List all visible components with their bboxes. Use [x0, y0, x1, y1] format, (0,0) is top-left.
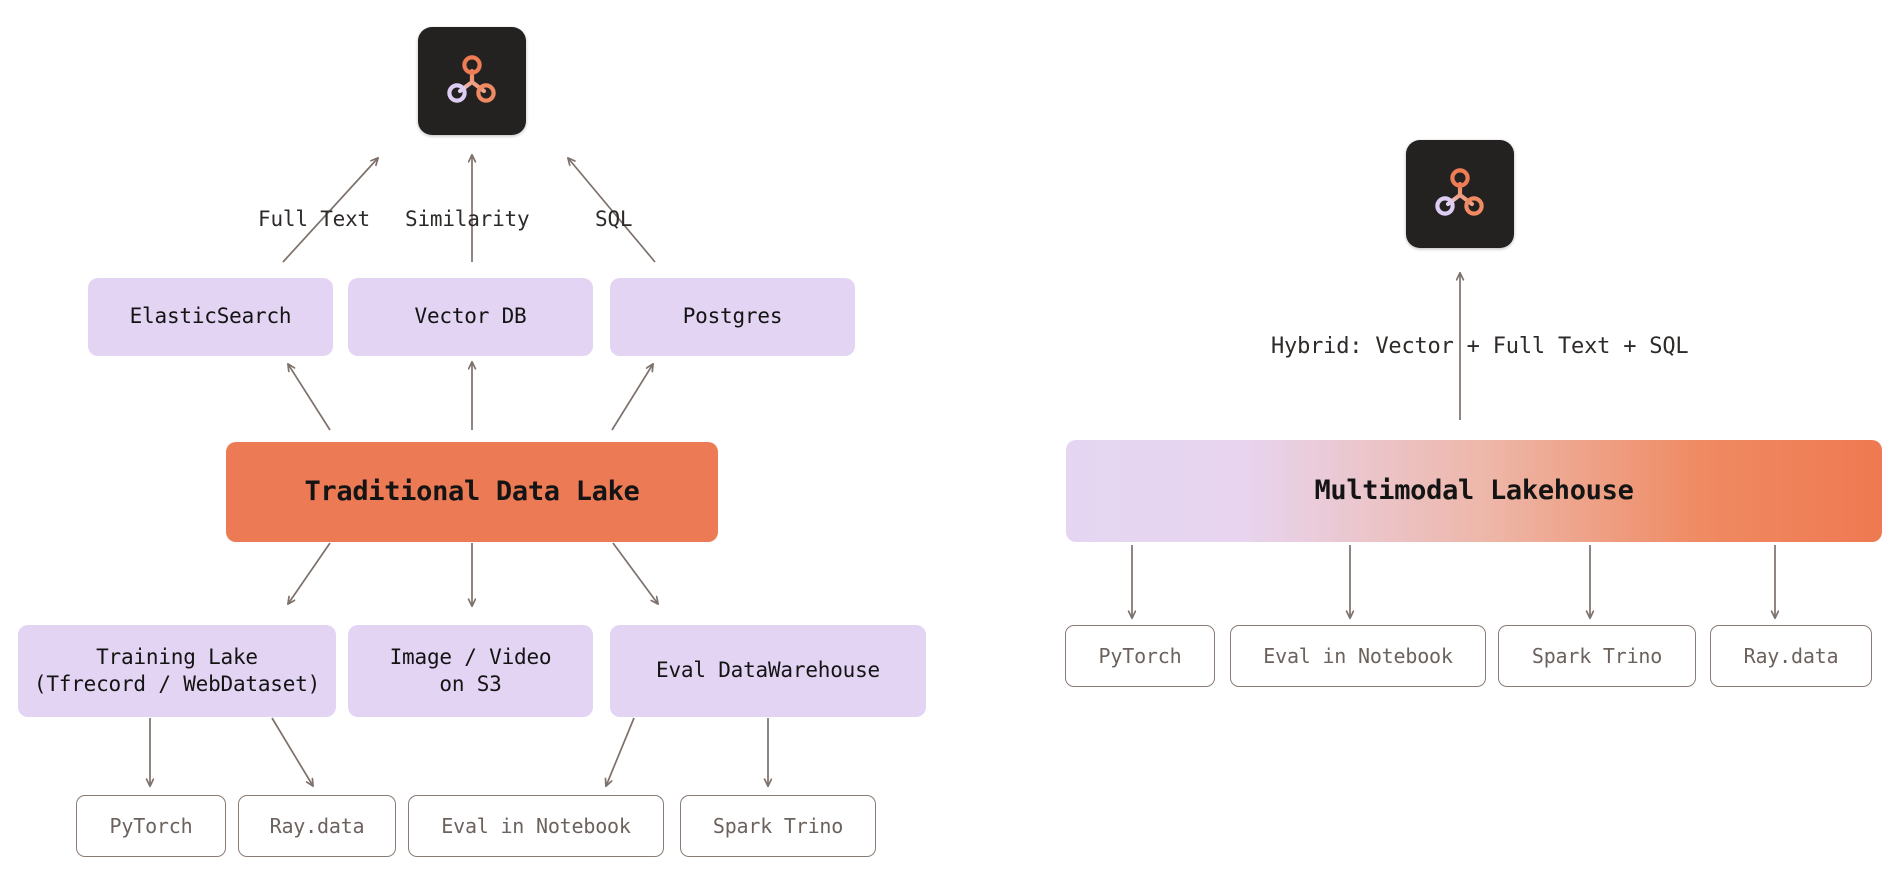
box-label-line1: Training Lake — [96, 644, 258, 669]
three-node-graph-icon — [447, 55, 496, 103]
box-label: Eval DataWarehouse — [656, 658, 880, 683]
edge-label-hybrid: Hybrid: Vector + Full Text + SQL — [1271, 334, 1689, 359]
box-label: PyTorch — [109, 814, 193, 838]
three-node-graph-icon — [1435, 168, 1484, 216]
box-spark-trino-right[interactable]: Spark Trino — [1498, 625, 1696, 687]
box-label: PyTorch — [1098, 644, 1182, 668]
box-label-line1: Image / Video — [389, 644, 552, 669]
box-eval-in-notebook-right[interactable]: Eval in Notebook — [1230, 625, 1486, 687]
box-eval-in-notebook-left[interactable]: Eval in Notebook — [408, 795, 664, 857]
box-pytorch-right[interactable]: PyTorch — [1065, 625, 1215, 687]
box-ray-data-right[interactable]: Ray.data — [1710, 625, 1872, 687]
box-vector-db[interactable]: Vector DB — [348, 278, 593, 356]
edge-label-similarity: Similarity — [405, 207, 530, 231]
box-label: Vector DB — [414, 304, 527, 329]
edge-label-full-text: Full Text — [258, 207, 370, 231]
box-traditional-data-lake[interactable]: Traditional Data Lake — [226, 442, 718, 542]
box-multimodal-lakehouse[interactable]: Multimodal Lakehouse — [1066, 440, 1882, 542]
box-training-lake[interactable]: Training Lake (Tfrecord / WebDataset) — [18, 625, 336, 717]
box-ray-data-left[interactable]: Ray.data — [238, 795, 396, 857]
box-label: Ray.data — [1743, 644, 1839, 668]
box-label: Traditional Data Lake — [304, 476, 640, 508]
box-label: Spark Trino — [1531, 644, 1663, 668]
box-eval-datawarehouse[interactable]: Eval DataWarehouse — [610, 625, 926, 717]
box-label: Postgres — [682, 304, 783, 329]
box-label: Multimodal Lakehouse — [1314, 475, 1634, 507]
box-label: Spark Trino — [712, 814, 844, 838]
box-label: Ray.data — [269, 814, 365, 838]
box-elasticsearch[interactable]: ElasticSearch — [88, 278, 333, 356]
box-postgres[interactable]: Postgres — [610, 278, 855, 356]
box-pytorch-left[interactable]: PyTorch — [76, 795, 226, 857]
box-label-line2: (Tfrecord / WebDataset) — [33, 672, 321, 696]
lancedb-logo-left — [418, 27, 526, 135]
edge-label-sql: SQL — [595, 207, 633, 231]
box-label: Eval in Notebook — [1263, 644, 1453, 668]
box-label: Eval in Notebook — [441, 814, 631, 838]
lancedb-logo-right — [1406, 140, 1514, 248]
box-label: ElasticSearch — [129, 304, 292, 329]
box-spark-trino-left[interactable]: Spark Trino — [680, 795, 876, 857]
box-label-line2: on S3 — [439, 672, 502, 696]
box-image-video-s3[interactable]: Image / Video on S3 — [348, 625, 593, 717]
